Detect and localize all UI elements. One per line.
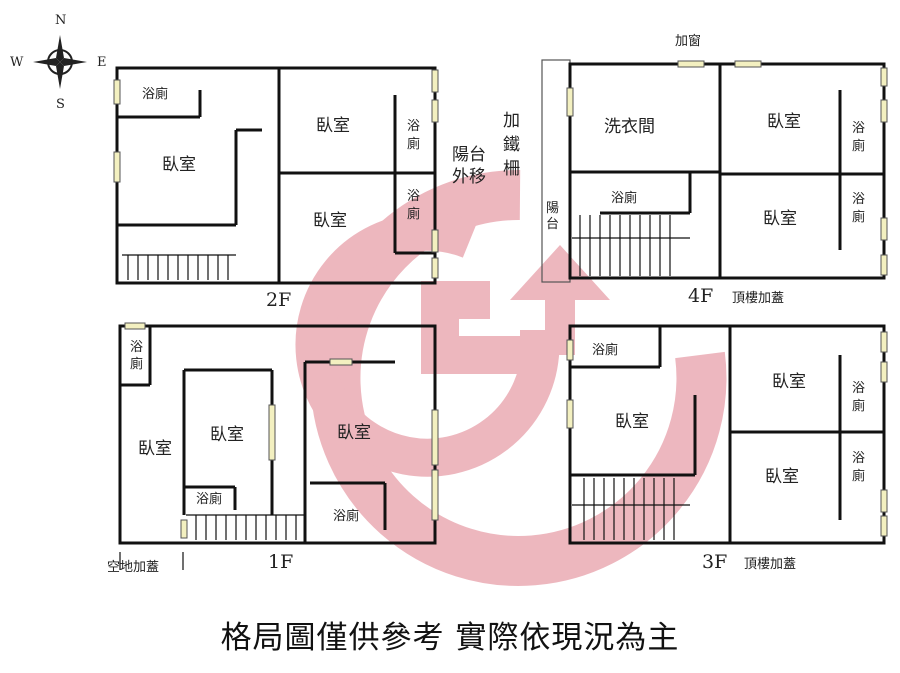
2f-room-6: 廁: [407, 136, 420, 152]
3f-floor-note: 頂樓加蓋: [744, 557, 796, 572]
stairs-2f: [122, 254, 236, 280]
2f-floor-label: 2F: [266, 289, 291, 311]
1f-room-1: 浴: [130, 340, 143, 355]
floor-3f-plan: 浴廁 臥室 臥室 浴 廁 臥室 浴 廁 3F 頂樓加蓋: [566, 324, 888, 573]
2f-balcony-2: 外移: [452, 167, 486, 187]
watermark-logo: [295, 169, 727, 586]
3f-room-4: 浴: [852, 381, 865, 396]
2f-bars-3: 柵: [503, 159, 520, 179]
4f-balcony-1: 陽: [546, 201, 559, 216]
2f-room-8: 廁: [407, 206, 420, 222]
4f-room-8: 廁: [852, 209, 865, 225]
4f-room-1: 洗衣間: [604, 117, 655, 137]
2f-balcony-1: 陽台: [452, 145, 486, 165]
1f-room-3: 臥室: [138, 439, 172, 459]
4f-room-3: 浴: [852, 121, 865, 136]
2f-room-1: 浴廁: [142, 86, 168, 102]
3f-room-2: 臥室: [772, 372, 806, 392]
compass-s: S: [56, 97, 65, 112]
2f-room-3: 臥室: [316, 116, 350, 136]
1f-room-4: 臥室: [210, 425, 244, 445]
3f-room-8: 廁: [852, 468, 865, 484]
compass-icon: N S E W: [10, 13, 107, 112]
1f-room-6: 浴廁: [196, 491, 222, 507]
compass-w: W: [10, 55, 24, 70]
2f-room-7: 浴: [407, 189, 420, 204]
3f-room-3: 臥室: [615, 412, 649, 432]
1f-floor-label: 1F: [268, 551, 293, 573]
2f-room-2: 臥室: [162, 155, 196, 175]
stairs-1f: [186, 514, 305, 540]
1f-floor-note: 空地加蓋: [107, 560, 159, 575]
4f-room-5: 浴廁: [611, 190, 637, 206]
3f-room-7: 浴: [852, 451, 865, 466]
floor-4f-plan: 加窗 洗衣間 臥室 浴 廁 浴廁 臥室 浴 廁 陽 台 4F 頂樓加蓋: [541, 33, 888, 307]
floor-2f-plan: 浴廁 臥室 臥室 臥室 浴 廁 浴 廁 陽台 外移 加 鐵 柵 2F: [113, 66, 520, 311]
3f-room-5: 廁: [852, 398, 865, 414]
4f-window-note: 加窗: [675, 33, 701, 49]
compass-e: E: [97, 55, 107, 70]
4f-room-4: 廁: [852, 138, 865, 154]
stairs-4f: [572, 215, 690, 276]
4f-room-6: 臥室: [763, 209, 797, 229]
floor-1f-plan: 浴 廁 臥室 臥室 臥室 浴廁 浴廁 1F 空地加蓋: [107, 322, 439, 575]
3f-floor-label: 3F: [702, 551, 727, 573]
1f-room-2: 廁: [130, 356, 143, 372]
4f-floor-label: 4F: [688, 285, 713, 307]
2f-bars-2: 鐵: [503, 135, 520, 155]
1f-room-5: 臥室: [337, 423, 371, 443]
stairs-3f: [572, 478, 690, 540]
4f-floor-note: 頂樓加蓋: [732, 291, 784, 306]
compass-n: N: [55, 13, 66, 28]
2f-room-5: 浴: [407, 119, 420, 134]
2f-room-4: 臥室: [313, 211, 347, 231]
3f-room-1: 浴廁: [592, 342, 618, 358]
3f-room-6: 臥室: [765, 467, 799, 487]
4f-room-7: 浴: [852, 192, 865, 207]
disclaimer-text: 格局圖僅供參考 實際依現況為主: [220, 620, 680, 656]
2f-bars-1: 加: [503, 111, 520, 131]
1f-room-7: 浴廁: [333, 508, 359, 524]
4f-balcony-2: 台: [546, 217, 559, 232]
4f-room-2: 臥室: [767, 112, 801, 132]
